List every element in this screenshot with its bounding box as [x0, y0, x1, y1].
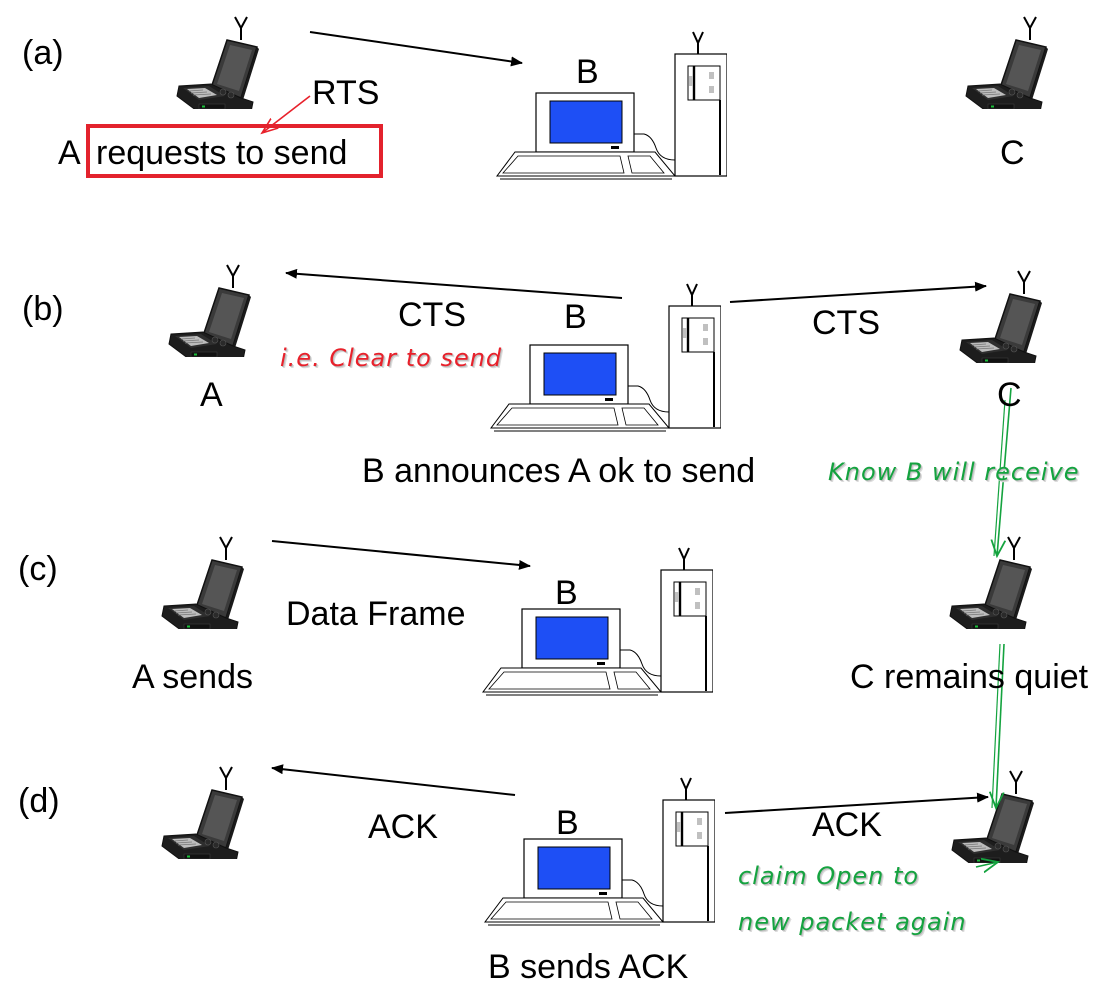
laptop-a-icon [168, 264, 252, 357]
ack-left-label: ACK [368, 808, 438, 846]
annotation-clear-to-send: i.e. Clear to send [280, 344, 503, 372]
node-c-label: C [997, 376, 1022, 414]
panel-c-tag: (c) [18, 550, 58, 588]
rts-label: RTS [312, 74, 380, 112]
laptop-c-icon [965, 16, 1049, 109]
panel-d [161, 764, 1035, 927]
desktop-b-icon [495, 30, 727, 181]
panel-a-tag: (a) [22, 34, 64, 72]
c-open-arrow [975, 862, 998, 867]
annotation-claim-open-line2: new packet again [738, 908, 967, 936]
panel-d-tag: (d) [18, 782, 60, 820]
c-knows-arrow-double [993, 399, 1006, 557]
laptop-a-icon [161, 766, 245, 859]
node-b-label: B [556, 804, 579, 842]
panel-b [168, 264, 1043, 433]
node-a-label: A [200, 376, 223, 414]
data-frame-label: Data Frame [286, 595, 466, 633]
desktop-b-icon [489, 282, 721, 433]
data-frame-arrow [271, 540, 531, 570]
node-a-label: A sends [132, 658, 253, 696]
highlight-box [86, 124, 383, 178]
cts-arrow-to-a [285, 268, 623, 299]
node-b-label: B [564, 298, 587, 336]
caption-b: B announces A ok to send [362, 452, 756, 490]
panel-c [161, 536, 1033, 697]
laptop-a-icon [161, 536, 245, 629]
ack-arrow-to-a [271, 764, 516, 796]
caption-d: B sends ACK [488, 948, 689, 986]
cts-arrow-to-c [729, 281, 987, 303]
rts-arrow [309, 31, 523, 67]
panel-b-tag: (b) [22, 290, 64, 328]
desktop-b-icon [483, 776, 715, 927]
annotation-claim-open-line1: claim Open to [738, 862, 920, 890]
c-knows-arrow [997, 387, 1012, 556]
annotation-know-b-will-receive: Know B will receive [828, 458, 1080, 486]
caption-a-highlighted: requests to send [96, 134, 348, 172]
cts-left-label: CTS [398, 296, 466, 334]
green-annotation-strokes [975, 387, 1012, 867]
c-quiet-arrow [996, 643, 1005, 808]
caption-a-prefix: A [58, 134, 81, 172]
desktop-b-icon [481, 546, 713, 697]
ack-arrow-to-c [724, 792, 989, 814]
laptop-a-icon [176, 16, 260, 109]
laptop-c-icon [949, 536, 1033, 629]
c-quiet-arrow-double [991, 643, 1001, 809]
node-b-label: B [576, 53, 599, 91]
cts-right-label: CTS [812, 304, 880, 342]
node-c-label: C remains quiet [850, 658, 1089, 696]
node-c-label: C [1000, 134, 1025, 172]
node-b-label: B [555, 574, 578, 612]
ack-right-label: ACK [812, 806, 882, 844]
